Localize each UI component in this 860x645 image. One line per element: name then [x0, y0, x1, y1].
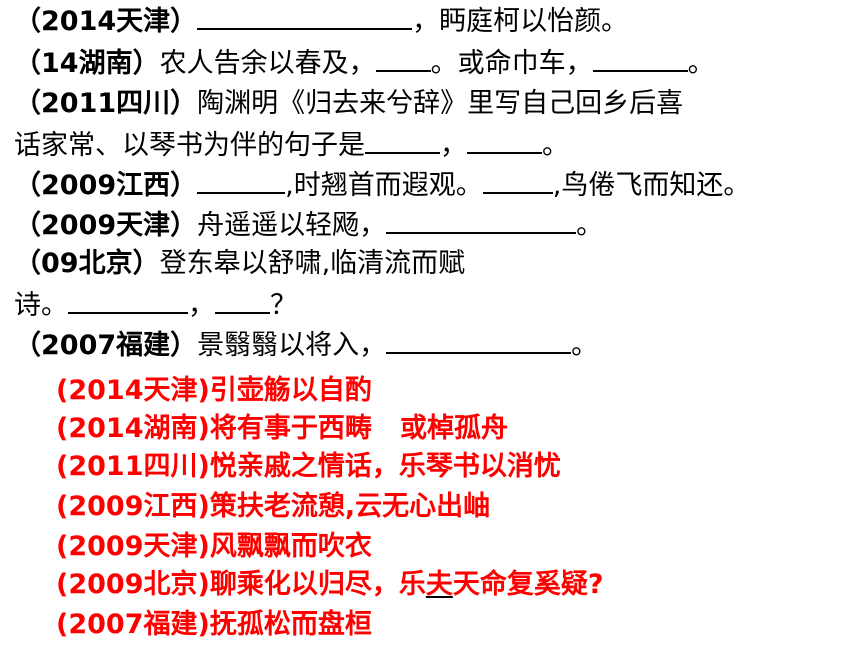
question-tag: （09北京）: [14, 248, 160, 279]
answer-blank: [592, 44, 688, 72]
question-text: 话家常、以琴书为伴的句子是: [14, 130, 365, 161]
question-text: ,鸟倦飞而知还。: [552, 170, 751, 201]
answer-blank: [68, 286, 188, 314]
answer-line-1: (2014天津)引壶觞以自酌: [56, 373, 372, 409]
answer-blank: [386, 206, 577, 234]
answer-blank: [365, 126, 440, 154]
question-tag: （14湖南）: [14, 48, 160, 79]
question-text: 诗。: [14, 290, 68, 321]
answer-tag: (2009江西): [56, 491, 210, 522]
question-line-3: （2011四川）陶渊明《归去来兮辞》里写自己回乡后喜: [14, 86, 683, 122]
question-line-4: 话家常、以琴书为伴的句子是 ， 。: [14, 126, 569, 164]
answer-line-5: (2009天津)风飘飘而吹衣: [56, 529, 372, 565]
question-line-7: （09北京）登东皋以舒啸,临清流而赋: [14, 246, 465, 282]
answer-text: 天命复奚疑?: [452, 569, 604, 600]
question-line-5: （2009江西） ,时翘首而遐观。 ,鸟倦飞而知还。: [14, 166, 750, 204]
answer-text: 风飘飘而吹衣: [209, 531, 372, 562]
answer-text: 将有事于西畴 或棹孤舟: [209, 413, 509, 444]
question-tag: （2009天津）: [14, 210, 198, 241]
answer-tag: (2009天津): [56, 531, 210, 562]
answer-blank: [467, 126, 542, 154]
question-tag: （2014天津）: [14, 6, 198, 37]
question-text: 。: [687, 48, 715, 79]
question-text: ？: [270, 290, 297, 321]
answer-tag: (2007福建): [56, 609, 210, 640]
answer-text: 引壶觞以自酌: [209, 375, 372, 406]
answer-text-underlined: 夫: [425, 569, 453, 600]
question-line-6: （2009天津）舟遥遥以轻飏， 。: [14, 206, 603, 244]
question-text: 舟遥遥以轻飏，: [197, 210, 387, 241]
question-text: 陶渊明《归去来兮辞》里写自己回乡后喜: [197, 88, 684, 119]
question-line-9: （2007福建）景翳翳以将入， 。: [14, 326, 598, 364]
answer-blank: [215, 286, 270, 314]
answer-text: 抚孤松而盘桓: [209, 609, 372, 640]
question-text: ，: [188, 290, 215, 321]
question-text: ,时翘首而遐观。: [285, 170, 483, 201]
question-text: 登东皋以舒啸,临清流而赋: [159, 248, 466, 279]
question-text: ，眄庭柯以怡颜。: [412, 6, 629, 37]
question-text: ，: [440, 130, 467, 161]
answer-line-4: (2009江西)策扶老流憩,云无心出岫: [56, 489, 490, 525]
question-tag: （2007福建）: [14, 330, 198, 361]
question-line-1: （2014天津） ，眄庭柯以怡颜。: [14, 2, 628, 40]
answer-tag: (2011四川): [56, 451, 210, 482]
question-text: 。: [542, 130, 569, 161]
question-tag: （2009江西）: [14, 170, 198, 201]
answer-line-7: (2007福建)抚孤松而盘桓: [56, 607, 372, 643]
question-text: 。: [571, 330, 599, 361]
question-line-2: （14湖南）农人告余以春及， 。或命巾车， 。: [14, 44, 715, 82]
question-text: 。: [576, 210, 604, 241]
answer-blank: [375, 44, 431, 72]
answer-line-3: (2011四川)悦亲戚之情话，乐琴书以消忧: [56, 449, 561, 485]
question-line-8: 诗。 ， ？: [14, 286, 297, 324]
question-text: 。或命巾车，: [430, 48, 593, 79]
question-tag: （2011四川）: [14, 88, 198, 119]
answer-blank: [482, 166, 553, 194]
question-text: 景翳翳以将入，: [197, 330, 387, 361]
answer-text: 悦亲戚之情话，乐琴书以消忧: [209, 451, 561, 482]
answer-tag: (2014湖南): [56, 413, 210, 444]
answer-text: 策扶老流憩,云无心出岫: [209, 491, 491, 522]
answer-line-6: (2009北京)聊乘化以归尽，乐夫天命复奚疑?: [56, 567, 604, 603]
answer-blank: [386, 326, 572, 354]
question-text: 农人告余以春及，: [159, 48, 376, 79]
answer-tag: (2009北京): [56, 569, 210, 600]
answer-line-2: (2014湖南)将有事于西畴 或棹孤舟: [56, 411, 508, 447]
answer-tag: (2014天津): [56, 375, 210, 406]
answer-text: 聊乘化以归尽，乐: [209, 569, 426, 600]
answer-blank: [197, 166, 286, 194]
answer-blank: [197, 2, 413, 30]
